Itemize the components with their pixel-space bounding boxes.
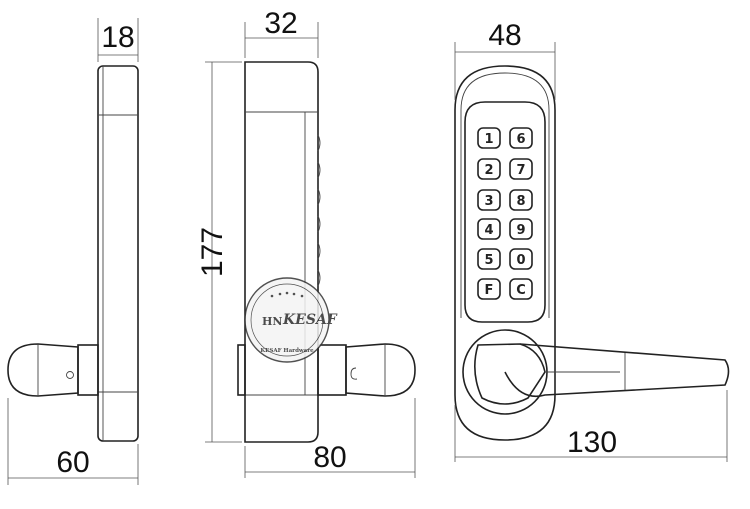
key-label: 7 xyxy=(516,163,525,178)
watermark-stars-icon xyxy=(270,291,304,298)
keypad-left-column: 1 2 3 4 5 F xyxy=(477,127,501,300)
keypad-key[interactable] xyxy=(509,158,533,180)
dimension-60: 60 xyxy=(56,446,89,479)
key-label: 4 xyxy=(484,223,493,238)
dimension-130: 130 xyxy=(567,426,617,459)
handle-knob xyxy=(7,343,79,397)
key-label: 9 xyxy=(516,223,525,238)
keypad-key[interactable] xyxy=(477,248,501,270)
key-label: C xyxy=(516,283,526,298)
keypad-key[interactable] xyxy=(477,127,501,149)
dimension-80: 80 xyxy=(313,441,346,474)
keypad-side-bumps xyxy=(317,134,321,287)
key-label: 5 xyxy=(484,253,493,268)
keypad-key[interactable] xyxy=(509,218,533,240)
lever-arm xyxy=(504,343,730,397)
keypad-key[interactable] xyxy=(509,248,533,270)
keypad-key[interactable] xyxy=(509,127,533,149)
keypad-key[interactable] xyxy=(509,189,533,211)
handle-knob xyxy=(345,343,416,397)
keypad-key[interactable] xyxy=(477,278,501,300)
body-outline xyxy=(244,61,319,443)
hook-icon xyxy=(350,367,358,380)
key-label: 1 xyxy=(484,132,493,147)
keypad-key[interactable] xyxy=(477,189,501,211)
handle-neck xyxy=(77,344,99,396)
dimension-177: 177 xyxy=(196,227,229,277)
key-label: 2 xyxy=(484,163,493,178)
dimension-18: 18 xyxy=(101,21,134,54)
key-label: 8 xyxy=(516,194,525,209)
keypad-key[interactable] xyxy=(509,278,533,300)
kesaf-watermark-seal: HN KESAF KESAF Hardware xyxy=(244,277,338,363)
key-label: F xyxy=(485,283,494,298)
key-label: 6 xyxy=(516,132,525,147)
key-label: 0 xyxy=(516,253,525,268)
watermark-monogram: HN xyxy=(262,315,282,328)
keypad-key[interactable] xyxy=(477,218,501,240)
front-view: 1 2 3 4 5 F 6 7 8 9 0 C xyxy=(454,19,730,462)
keypad-key[interactable] xyxy=(477,158,501,180)
handle-neck xyxy=(317,344,347,396)
side-view-narrow: 18 60 xyxy=(7,18,139,485)
watermark-tagline: KESAF Hardware xyxy=(260,348,314,354)
keypad-right-column: 6 7 8 9 0 C xyxy=(509,127,533,300)
keypad-panel xyxy=(464,101,546,323)
key-label: 3 xyxy=(484,194,493,209)
dimension-32: 32 xyxy=(264,7,297,40)
lever-handle xyxy=(462,329,730,415)
handle-hub xyxy=(474,343,546,405)
set-screw-icon xyxy=(66,371,74,379)
front-plate xyxy=(454,65,556,441)
side-view-depth: 32 177 80 xyxy=(196,7,416,478)
dimension-48: 48 xyxy=(488,19,521,52)
watermark-brand: KESAF xyxy=(282,312,338,328)
